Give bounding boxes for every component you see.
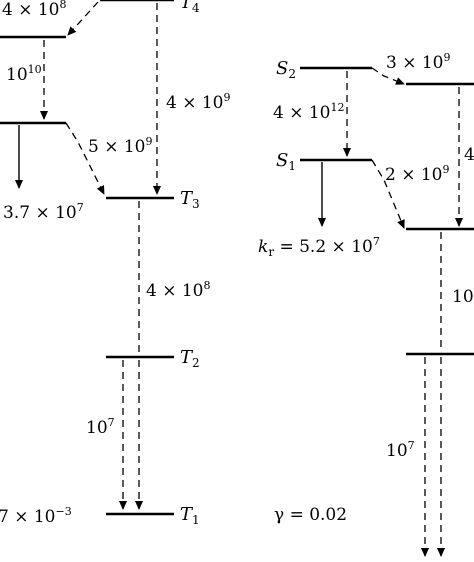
yield-left: 7 × 10−3 bbox=[0, 505, 72, 527]
state-label-s1: S1 bbox=[276, 150, 296, 173]
right-scheme: S2 S1 3 × 109 4 × 1012 2 × 109 kr = 5.2 … bbox=[258, 51, 474, 557]
rate-s2-to-s1: 4 × 1012 bbox=[273, 101, 345, 123]
rate-right-partial-mid: 108 bbox=[452, 285, 474, 307]
state-label-t1: T1 bbox=[180, 504, 200, 527]
rate-right-bottom: 107 bbox=[386, 439, 415, 461]
arrow-middle-to-t3 bbox=[65, 122, 105, 195]
left-scheme: T4 T3 T2 T1 4 × 108 4 × 109 1010 5 × 109… bbox=[0, 0, 231, 527]
rate-upper-to-middle: 1010 bbox=[6, 63, 42, 85]
arrow-top-diagonal bbox=[67, 1, 99, 36]
rate-s1-isc: 2 × 109 bbox=[385, 163, 450, 185]
rate-top-diagonal: 4 × 108 bbox=[2, 0, 67, 20]
arrow-s2-isc bbox=[371, 67, 405, 85]
rate-right-partial-top: 4 bbox=[464, 145, 474, 165]
rate-kr: kr = 5.2 × 107 bbox=[258, 235, 380, 259]
rate-middle-to-t3: 5 × 109 bbox=[88, 135, 153, 157]
state-label-t3: T3 bbox=[180, 188, 200, 211]
rate-s2-isc: 3 × 109 bbox=[386, 51, 451, 73]
rate-t2-to-t1: 107 bbox=[86, 416, 115, 438]
rate-t3-to-t2: 4 × 108 bbox=[146, 279, 211, 301]
rate-t4-to-t3: 4 × 109 bbox=[166, 91, 231, 113]
rate-radiative-left: 3.7 × 107 bbox=[3, 201, 84, 223]
state-label-t4: T4 bbox=[180, 0, 200, 15]
yield-right: γ = 0.02 bbox=[274, 505, 347, 525]
state-label-s2: S2 bbox=[276, 58, 296, 81]
state-label-t2: T2 bbox=[180, 347, 200, 370]
